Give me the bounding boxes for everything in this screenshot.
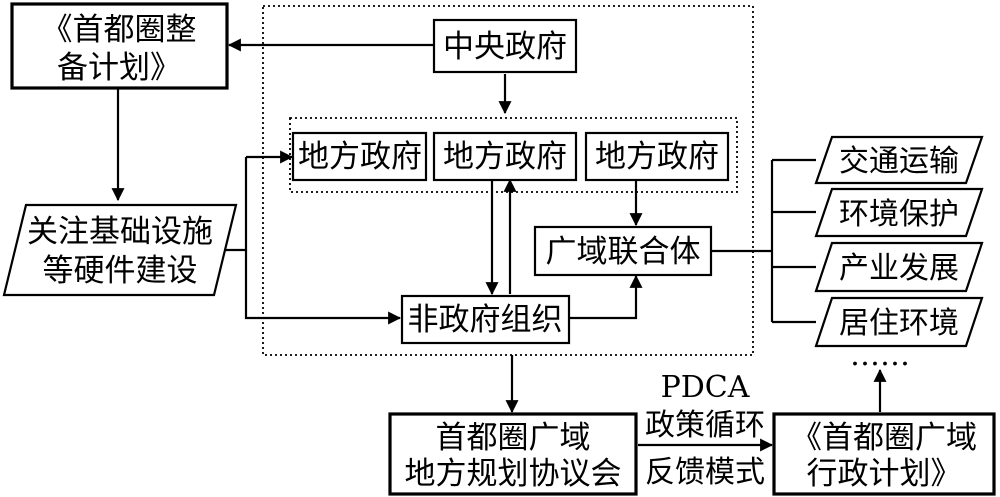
node-capital-region-plan-line2: 备计划》 (57, 50, 181, 86)
node-wide-area-union-label: 广域联合体 (546, 234, 701, 270)
arrow-infra-to-ngo (244, 250, 402, 325)
node-infrastructure-focus: 关注基础设施 等硬件建设 (2, 203, 238, 297)
field-residence: 居住环境 (814, 296, 984, 348)
node-central-government: 中央政府 (432, 18, 578, 74)
field-industry: 产业发展 (814, 241, 984, 293)
fields-ellipsis: …… (850, 338, 910, 373)
node-capital-region-plan-line1: 《首都圈整 (42, 12, 197, 48)
node-local-government-1: 地方政府 (291, 131, 428, 182)
node-ngo: 非政府组织 (400, 294, 571, 345)
node-administrative-plan: 《首都圈广域 行政计划》 (772, 412, 996, 496)
node-local-government-2-label: 地方政府 (443, 139, 567, 175)
field-environment-label: 环境保护 (839, 197, 959, 232)
node-local-government-3-label: 地方政府 (595, 139, 719, 175)
node-planning-council-line2: 地方规划协议会 (405, 456, 622, 492)
node-local-government-1-label: 地方政府 (298, 139, 422, 175)
node-planning-council: 首都圈广域 地方规划协议会 (388, 412, 638, 496)
node-administrative-plan-line2: 行政计划》 (807, 456, 962, 492)
feedback-caption-line2: 政策循环 (645, 408, 765, 443)
node-planning-council-line1: 首都圈广域 (436, 420, 591, 456)
node-local-government-2: 地方政府 (432, 131, 578, 182)
field-industry-label: 产业发展 (839, 251, 959, 286)
node-central-government-label: 中央政府 (443, 29, 567, 65)
field-transport-label: 交通运输 (839, 144, 959, 179)
node-wide-area-union: 广域联合体 (533, 225, 713, 277)
field-transport: 交通运输 (814, 135, 984, 185)
node-ngo-label: 非政府组织 (408, 302, 563, 338)
feedback-caption-line1: PDCA (661, 370, 750, 405)
node-infrastructure-focus-line1: 关注基础设施 (27, 214, 213, 250)
feedback-caption-line3: 反馈模式 (645, 455, 765, 490)
node-infrastructure-focus-line2: 等硬件建设 (43, 253, 198, 289)
node-local-government-3: 地方政府 (584, 131, 730, 182)
government-frame (262, 5, 754, 356)
field-environment: 环境保护 (814, 187, 984, 238)
node-capital-region-plan: 《首都圈整 备计划》 (10, 2, 229, 90)
arrow-ngo-to-union (569, 274, 643, 320)
field-residence-label: 居住环境 (839, 306, 959, 341)
node-administrative-plan-line1: 《首都圈广域 (791, 420, 977, 456)
